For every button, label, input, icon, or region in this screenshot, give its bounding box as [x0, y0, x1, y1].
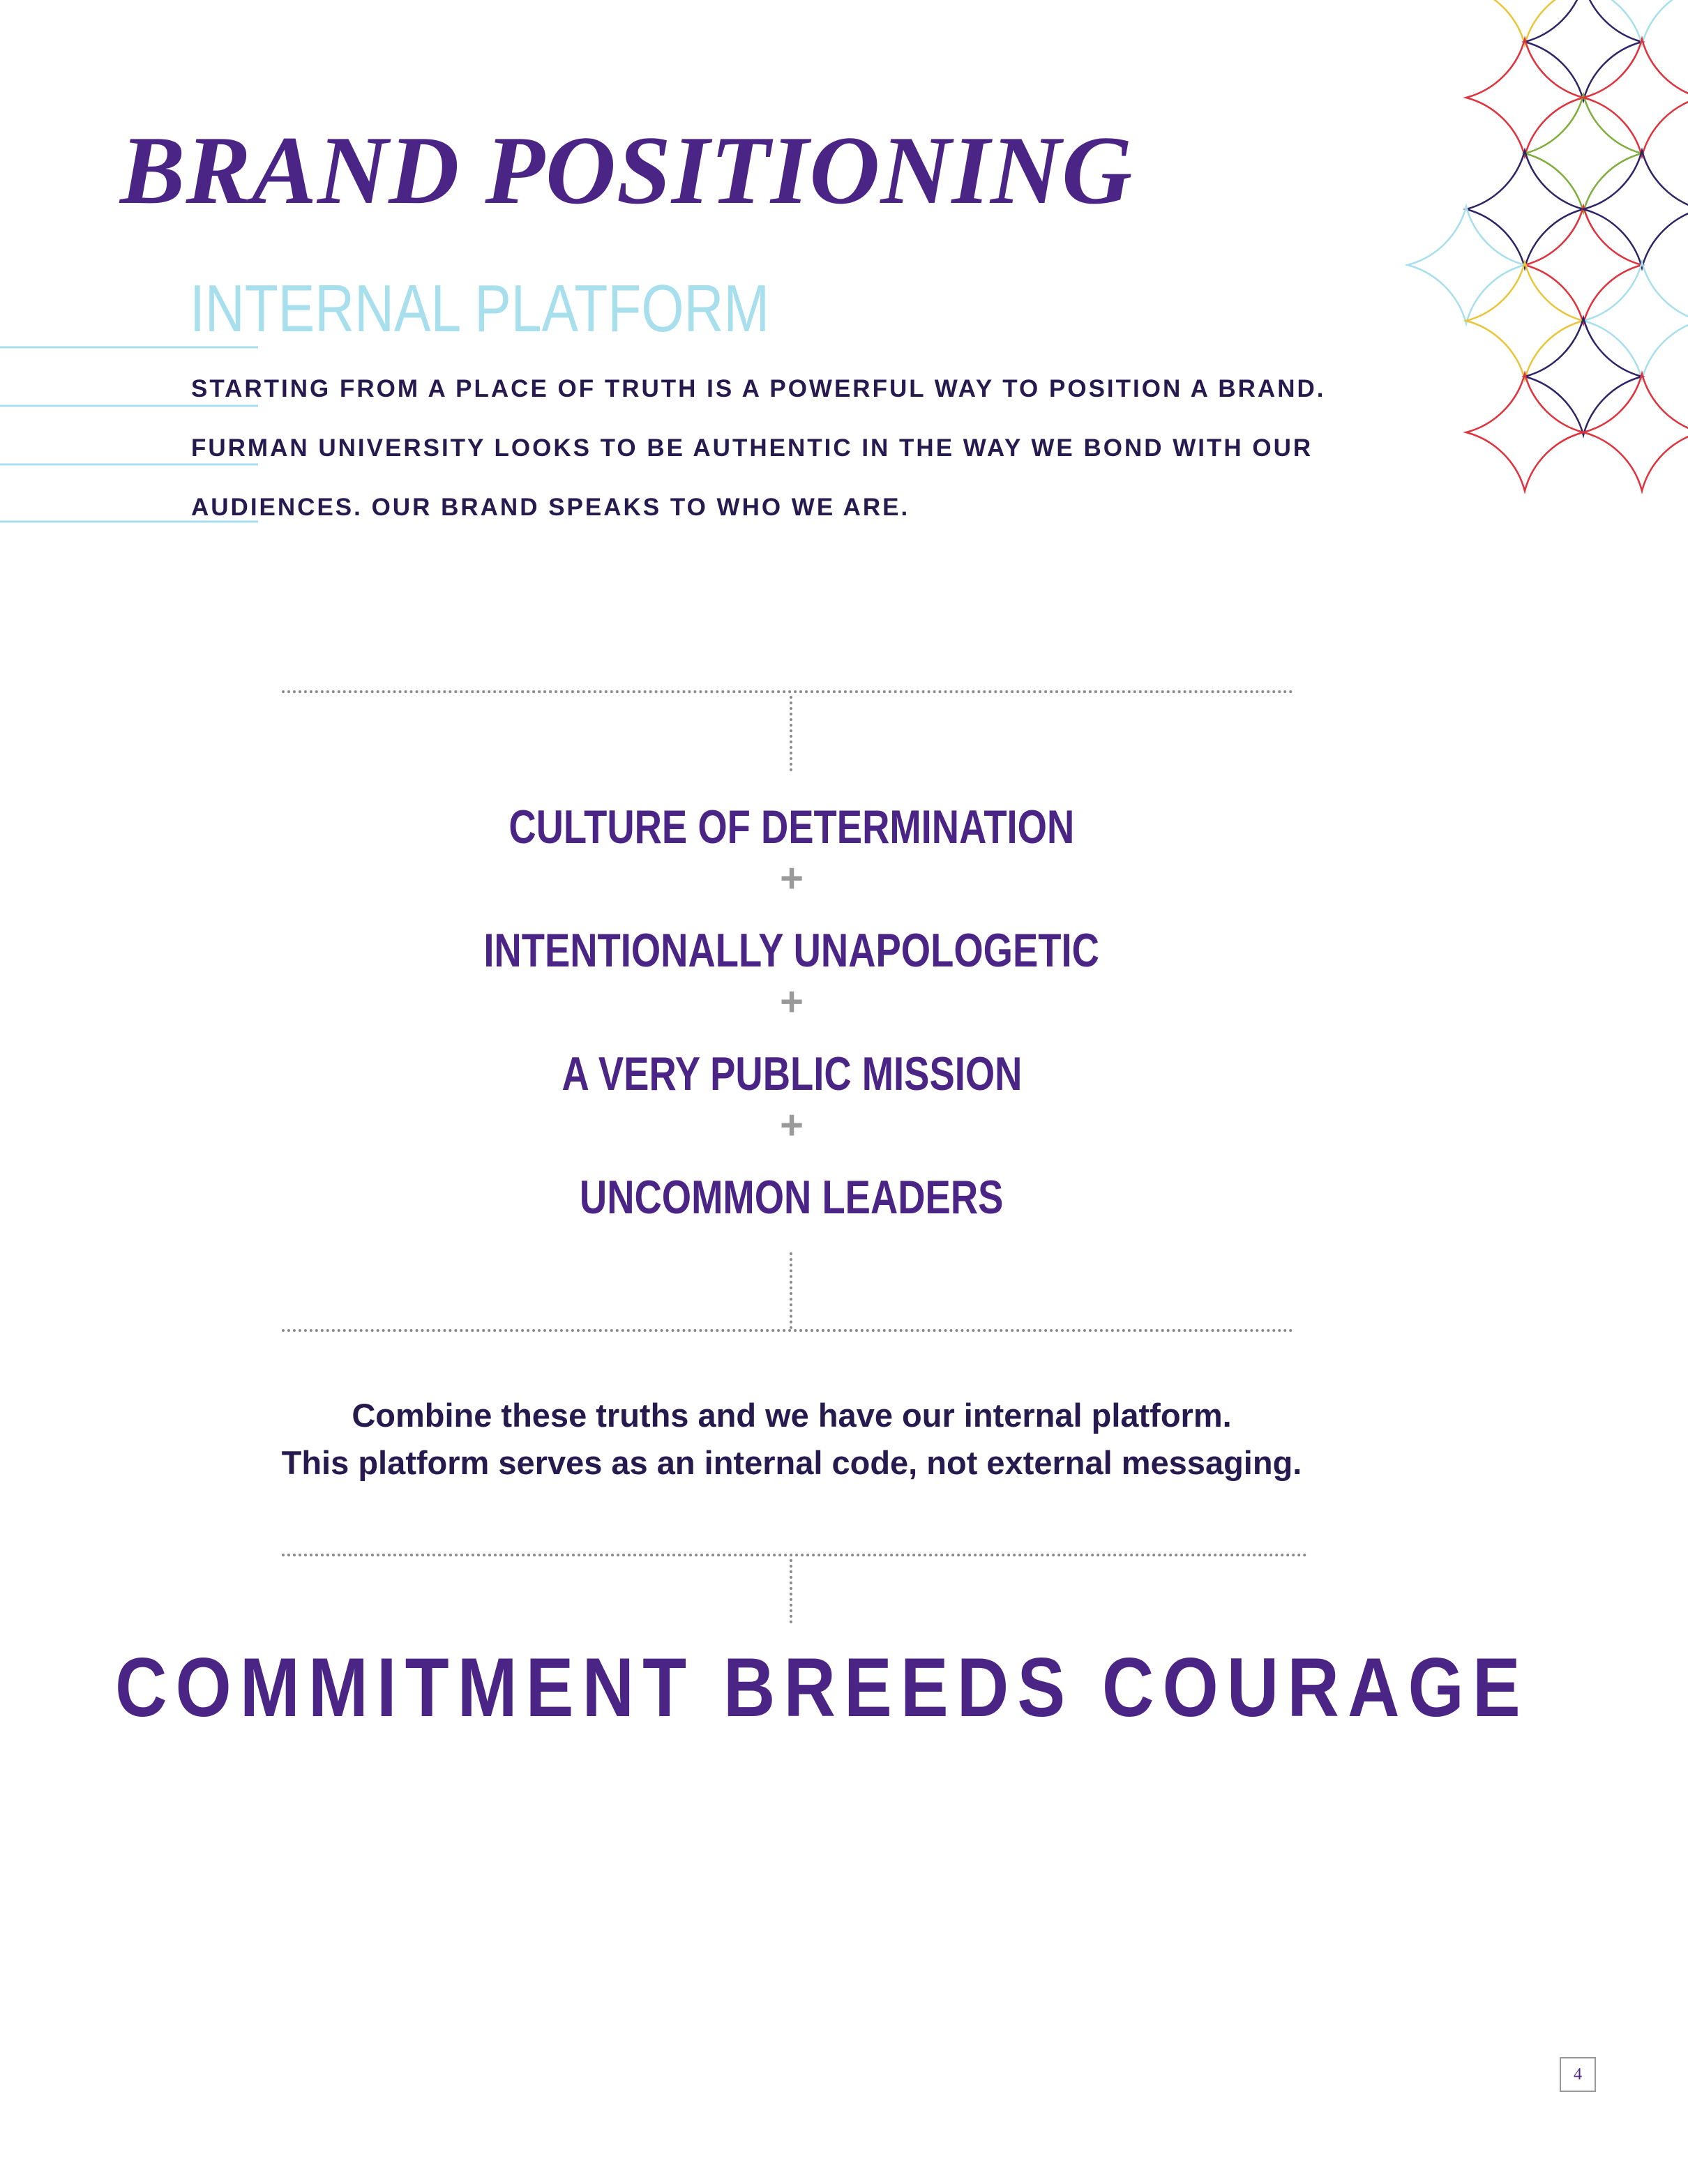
truth-uncommon-leaders: UNCOMMON LEADERS: [580, 1171, 1004, 1224]
intro-paragraph: STARTING FROM A PLACE OF TRUTH IS A POWE…: [191, 359, 1377, 537]
connector-bottom: [790, 1559, 792, 1623]
intro-line: AUDIENCES. OUR BRAND SPEAKS TO WHO WE AR…: [191, 494, 910, 521]
page-title: BRAND POSITIONING: [120, 116, 1133, 225]
truth-culture: CULTURE OF DETERMINATION: [508, 801, 1075, 854]
pattern-star-shape: [1463, 259, 1587, 383]
note-line: This platform serves as an internal code…: [281, 1444, 1302, 1481]
pattern-star-shape: [1521, 314, 1645, 439]
pattern-star-shape: [1611, 0, 1673, 48]
section-subtitle: INTERNAL PLATFORM: [190, 271, 770, 346]
page-number: 4: [1560, 2057, 1596, 2092]
pattern-star-shape: [1580, 259, 1688, 383]
decorative-stripes: [0, 346, 258, 523]
divider-middle: [282, 1329, 1293, 1332]
intro-line: FURMAN UNIVERSITY LOOKS TO BE AUTHENTIC …: [191, 434, 1313, 462]
pattern-star-shape: [1580, 36, 1688, 160]
pattern-star-shape: [1493, 0, 1556, 48]
pattern-star-shape: [1463, 36, 1587, 160]
plus-icon: +: [780, 1102, 804, 1148]
connector-top: [790, 696, 792, 771]
divider-top: [282, 690, 1293, 693]
platform-note: Combine these truths and we have our int…: [0, 1392, 1583, 1487]
decorative-pattern-icon: [1404, 0, 1688, 494]
connector-middle: [790, 1252, 792, 1329]
pattern-star-shape: [1463, 370, 1587, 494]
pattern-star-shape: [1521, 0, 1645, 104]
truth-unapologetic: INTENTIONALLY UNAPOLOGETIC: [483, 924, 1100, 977]
pattern-star-shape: [1463, 147, 1587, 271]
pattern-star-shape: [1521, 203, 1645, 327]
truth-public-mission: A VERY PUBLIC MISSION: [562, 1047, 1022, 1100]
pattern-star-shape: [1580, 370, 1688, 494]
plus-icon: +: [780, 979, 804, 1024]
plus-icon: +: [780, 856, 804, 901]
tagline: COMMITMENT BREEDS COURAGE: [114, 1641, 1529, 1734]
pattern-star-shape: [1521, 91, 1645, 215]
pattern-star-shape: [1580, 147, 1688, 271]
intro-line: STARTING FROM A PLACE OF TRUTH IS A POWE…: [191, 375, 1326, 402]
pattern-star-shape: [1404, 203, 1528, 327]
note-line: Combine these truths and we have our int…: [352, 1397, 1232, 1434]
divider-bottom: [282, 1554, 1307, 1556]
